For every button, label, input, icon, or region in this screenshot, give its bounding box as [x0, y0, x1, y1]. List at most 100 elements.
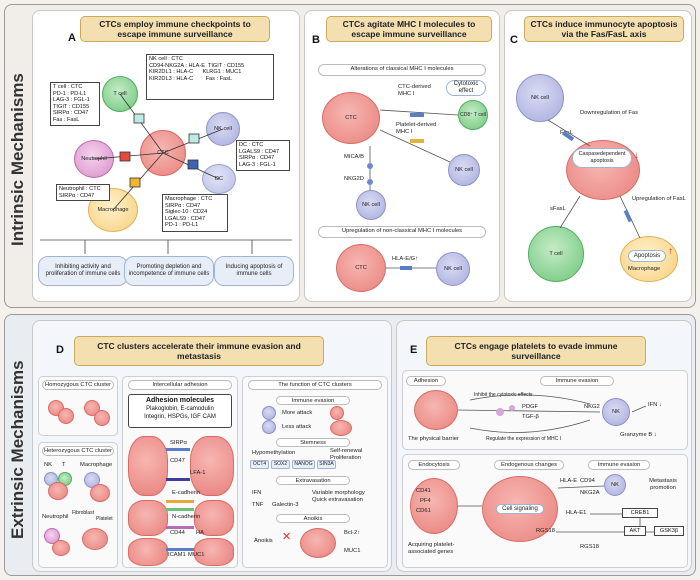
panel-b-sub2: Upregulation of non-classical MHC I mole… [318, 226, 486, 238]
evasion-nk-2 [262, 420, 276, 434]
outcome-apoptosis: Inducing apoptosis of immune cells [214, 256, 294, 286]
icam1-label: ICAM1 [168, 552, 186, 558]
platelet-mhc-label: Platelet-derived MHC I [396, 122, 437, 135]
outcome-inhibit: Inhibiting activity and proliferation of… [38, 256, 128, 286]
panel-c-letter: C [510, 34, 518, 46]
panel-e-nk2-label: NK [611, 482, 619, 488]
panel-d-letter: D [56, 344, 64, 356]
panel-e-title: CTCs engage platelets to evade immune su… [426, 336, 646, 366]
immune-evasion2-pill: Immune evasion [588, 460, 650, 470]
adhesion-ctc-5 [128, 538, 168, 566]
nkg2d-label: NKG2D [344, 176, 364, 182]
adhesion-pill: Adhesion [406, 376, 446, 386]
rgs18b-label: RGS18 [580, 544, 600, 550]
panel-a-letter: A [68, 32, 76, 44]
panel-c-nk-label: NK cell [531, 95, 549, 101]
cell-signaling-label: Cell signaling [496, 504, 544, 514]
pdgf-label: PDGF [522, 404, 539, 410]
panel-b-sub1: Alterations of classical MHC I molecules [318, 64, 486, 76]
panel-e-nk-label: NK [612, 409, 620, 415]
gene-oct4: OCT4 [250, 460, 269, 469]
less-attack-label: Less attack [282, 424, 312, 430]
adhesion-title: Adhesion molecules [145, 397, 215, 404]
panel-b-nk2-label: NK cell [362, 202, 380, 208]
gsk3b-box: GSK3β [654, 526, 684, 536]
down-fas-label: Downregulation of Fas [580, 110, 639, 116]
up-fasl-label: Upregulation of FasL [632, 196, 686, 202]
hetero-fib-label: Fibroblast [72, 510, 94, 516]
t-cell-label: T cell [113, 91, 127, 97]
adhesion-molecules-box: Adhesion molecules Plakoglobin, E-camodu… [128, 394, 232, 428]
sfasl-label: sFasL [550, 206, 566, 212]
stem-genes: OCT4 SOX2 NANOG SIN3A [250, 460, 336, 469]
cd47-label: CD47 [170, 458, 185, 464]
sirpa-label: SIRPα [170, 440, 187, 446]
adhesion-ctc-2 [190, 436, 234, 496]
panel-b-nk3-label: NK cell [444, 266, 462, 272]
immune-evasion-head: Immune evasion [276, 396, 350, 405]
anoikis-ctc-cluster [300, 528, 336, 558]
homo-cluster-title: Homozygous CTC cluster [42, 380, 114, 390]
mica-label: MICA/B [344, 154, 364, 160]
macrophage-checkpoint-box: Macrophage : CTC SIRPα : CD47 Siglec-10 … [162, 194, 228, 232]
metastasis-label: Metastasis promotion [649, 478, 677, 491]
galectin-label: Galectin-3 [272, 502, 299, 508]
panel-b-nk1-label: NK cell [455, 167, 473, 173]
endogenous-pill: Endogenous changes [494, 460, 564, 470]
adhesion-ctc-1 [128, 436, 168, 496]
panel-a-title: CTCs employ immune checkpoints to escape… [80, 16, 270, 42]
muc1-func-label: MUC1 [344, 548, 361, 554]
hetero-mac-label: Macrophage [80, 462, 113, 468]
adhesion-ctc-6 [194, 538, 234, 566]
evasion-ctc-1 [330, 406, 344, 420]
cd8-t-cell: CD8⁺ T cell [458, 100, 488, 130]
hlae-label: HLA-E [560, 478, 578, 484]
t-checkpoint-box: T cell : CTC PD-1 : PD-L1 LAG-3 : FGL-1 … [50, 82, 100, 126]
creb1-box: CREB1 [622, 508, 658, 518]
self-renewal-label: Self-renewal Proliferation [330, 448, 363, 461]
hetero-ctc-2 [90, 484, 110, 502]
hypo-label: Hypomethylation [252, 450, 296, 456]
extravasation-head: Extravasation [276, 476, 350, 485]
more-attack-label: More attack [282, 410, 313, 416]
panel-b-title: CTCs agitate MHC I molecules to escape i… [326, 16, 492, 42]
panel-c-t-label: T cell [549, 251, 563, 257]
cd61-label: CD61 [416, 508, 431, 514]
adhesion-ctc-3 [128, 500, 168, 536]
apoptosis-label: Apoptosis [628, 250, 666, 262]
immune-evasion-pill: Immune evasion [540, 376, 614, 386]
panel-e-letter: E [410, 344, 418, 356]
nk-checkpoint-box: NK cell : CTC CD94-NKG2A : HLA-E TIGIT :… [146, 54, 274, 100]
panel-b-ctc2-label: CTC [355, 265, 367, 271]
panel-e-ctc [414, 390, 458, 430]
hetero-ctc-4 [82, 528, 108, 550]
tgf-label: TGF-β [522, 414, 539, 420]
rgs18-label: RGS18 [536, 528, 556, 534]
panel-b-ctc2: CTC [336, 244, 386, 292]
hetero-neu-label: Neutrophil [42, 514, 69, 520]
acquire-label: Acquiring platelet-associated genes [408, 542, 455, 555]
evasion-ctc-2 [330, 420, 352, 436]
bcl2-label: Bcl-2↑ [344, 530, 361, 536]
macrophage-label: Macrophage [97, 207, 129, 213]
gene-nanog: NANOG [292, 460, 315, 469]
hetero-ctc-1 [48, 482, 68, 500]
ifn-label: IFN [252, 490, 262, 496]
panel-b-nk1: NK cell [448, 154, 480, 186]
neutrophil-checkpoint-box: Neutrophil : CTC SIRPα : CD47 [56, 184, 110, 201]
pf4-label: PF4 [420, 498, 431, 504]
nkg2a-label: NKG2A [580, 490, 600, 496]
cd44-label: CD44 [170, 530, 185, 536]
gene-sin3a: SIN3A [317, 460, 336, 469]
cd8-label: CD8⁺ T cell [460, 112, 486, 118]
ecad-label: E-cadherin [172, 490, 201, 496]
anoikis-head: Anoikis [276, 514, 350, 523]
anoikis-label: Anoikis [254, 538, 273, 544]
panel-b-ctc-label: CTC [345, 115, 357, 121]
akt-box: AKT [624, 526, 646, 536]
